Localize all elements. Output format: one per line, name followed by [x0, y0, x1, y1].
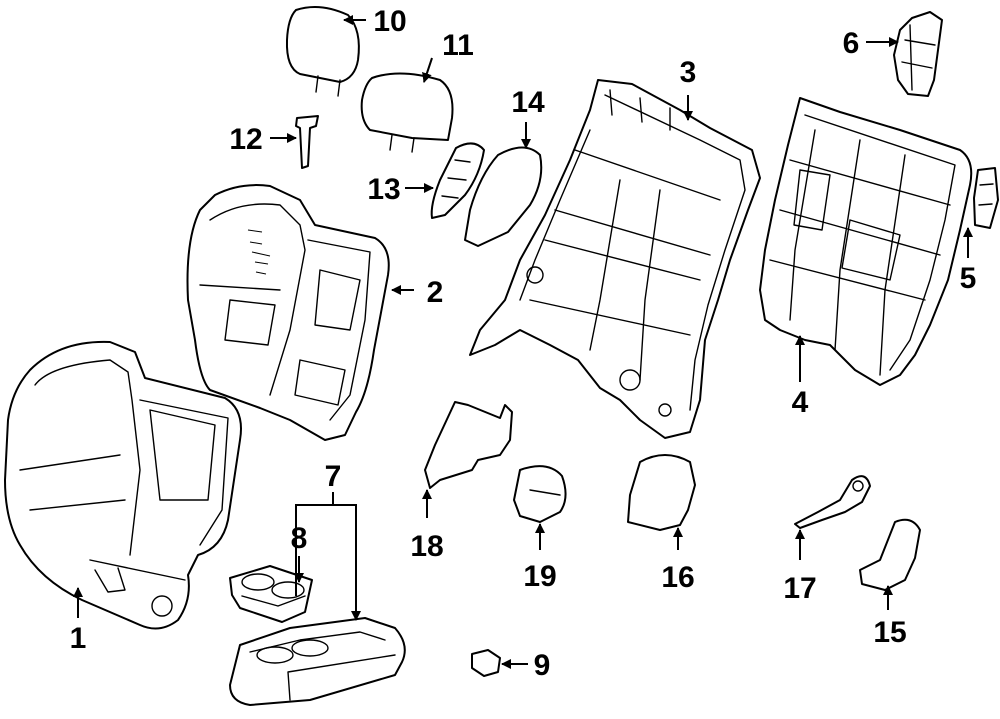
callout-6: 6	[843, 27, 860, 60]
headrest-right	[360, 72, 454, 153]
leader-11	[422, 57, 433, 83]
seat-cushion	[4, 340, 242, 630]
callout-labels: 1 2 3 4 5 6 7 8 9 10 11 12 13 14 15 16 1…	[70, 5, 977, 682]
callout-17: 17	[783, 572, 816, 605]
seat-back-panel	[759, 97, 973, 386]
callout-16: 16	[661, 561, 694, 594]
hinge-cover	[430, 142, 485, 219]
callout-11: 11	[442, 29, 474, 62]
release-knob	[513, 465, 567, 523]
callout-13: 13	[367, 173, 400, 206]
side-cover	[859, 518, 921, 591]
callout-18: 18	[410, 530, 443, 563]
callout-1: 1	[70, 622, 87, 655]
small-bracket	[973, 167, 999, 229]
callout-9: 9	[534, 649, 551, 682]
callout-14: 14	[511, 86, 545, 119]
release-cable	[794, 475, 871, 529]
callout-10: 10	[373, 5, 406, 38]
headrest-left	[285, 5, 360, 97]
callout-12: 12	[229, 123, 262, 156]
headrest-guide	[295, 115, 319, 169]
leader-7	[295, 504, 361, 621]
callout-4: 4	[792, 386, 809, 419]
callout-5: 5	[960, 262, 977, 295]
seat-back-frame	[469, 79, 761, 439]
hinge-cover-lower	[627, 454, 696, 531]
leader-lines	[73, 15, 973, 669]
side-bracket	[424, 401, 513, 489]
callout-15: 15	[873, 616, 906, 649]
cup-holder-insert	[229, 565, 313, 623]
small-clip	[471, 649, 501, 677]
callout-3: 3	[680, 56, 697, 89]
callout-2: 2	[427, 276, 444, 309]
latch	[893, 11, 943, 97]
callout-19: 19	[523, 560, 556, 593]
callout-7: 7	[325, 460, 342, 493]
callout-8: 8	[291, 522, 308, 555]
seat-back-cushion	[186, 184, 390, 441]
armrest	[229, 617, 406, 706]
